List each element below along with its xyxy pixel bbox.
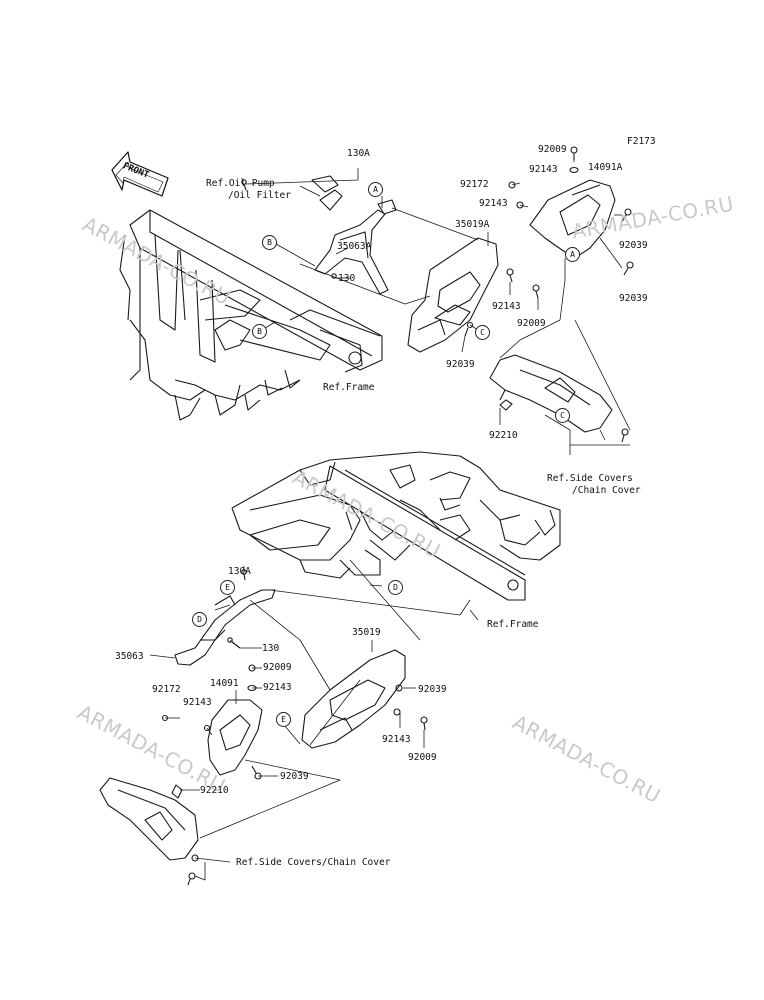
part-label: 92143	[263, 682, 292, 693]
chain-guard-upper-drawing	[489, 354, 629, 443]
lower-leader-lines	[149, 559, 479, 881]
upper-leader-lines	[245, 156, 631, 455]
part-label: 92009	[263, 662, 292, 673]
cover-35019-drawing	[247, 649, 428, 749]
ref-label: /Chain Cover	[572, 485, 641, 496]
part-label: 92143	[479, 198, 508, 209]
part-label: 92172	[152, 684, 181, 695]
part-label: 92039	[619, 293, 648, 304]
part-label: 92039	[418, 684, 447, 695]
cover-35019a-drawing	[407, 237, 499, 353]
part-label: 92143	[529, 164, 558, 175]
upper-frame-drawing	[119, 209, 383, 421]
chain-guard-lower-drawing	[99, 777, 199, 886]
part-label: 92143	[183, 697, 212, 708]
part-label: 92039	[280, 771, 309, 782]
part-label: 92009	[538, 144, 567, 155]
part-label: 35063A	[337, 241, 372, 252]
callout-a: A	[368, 182, 383, 197]
part-label: 92210	[200, 785, 229, 796]
callout-a: A	[565, 247, 580, 262]
part-label: 92039	[619, 240, 648, 251]
part-label: 92009	[408, 752, 437, 763]
bracket-35063a-drawing	[241, 175, 397, 295]
part-label: 14091	[210, 678, 239, 689]
part-label: 92172	[460, 179, 489, 190]
callout-c: C	[555, 408, 570, 423]
part-label: 14091A	[588, 162, 623, 173]
side-cover-14091-drawing	[161, 699, 263, 780]
part-label: 35063	[115, 651, 144, 662]
callout-b: B	[262, 235, 277, 250]
ref-label: Ref.Side Covers	[547, 473, 633, 484]
part-label: 92039	[446, 359, 475, 370]
part-label: 92009	[517, 318, 546, 329]
callout-d: D	[192, 612, 207, 627]
part-label: 92143	[492, 301, 521, 312]
part-label: 130A	[347, 148, 370, 159]
part-label: 130A	[228, 566, 251, 577]
lower-frame-drawing	[231, 451, 561, 601]
ref-label: Ref.Side Covers/Chain Cover	[236, 857, 391, 868]
ref-label: Ref.Frame	[487, 619, 539, 630]
figure-code: F2173	[627, 136, 656, 147]
part-label: 92143	[382, 734, 411, 745]
ref-label: Ref.Frame	[323, 382, 375, 393]
part-label: 35019A	[455, 219, 490, 230]
part-label: 92210	[489, 430, 518, 441]
callout-e: E	[220, 580, 235, 595]
ref-label: /Oil Filter	[228, 190, 291, 201]
ref-label: Ref.Oil Pump	[206, 178, 275, 189]
part-label: 130	[262, 643, 280, 654]
callout-d: D	[388, 580, 403, 595]
part-label: 35019	[352, 627, 381, 638]
callout-e: E	[276, 712, 291, 727]
front-arrow-icon	[111, 151, 169, 197]
part-label: 130	[338, 273, 356, 284]
callout-b: B	[252, 324, 267, 339]
side-cover-14091a-drawing	[506, 146, 634, 299]
callout-c: C	[475, 325, 490, 340]
